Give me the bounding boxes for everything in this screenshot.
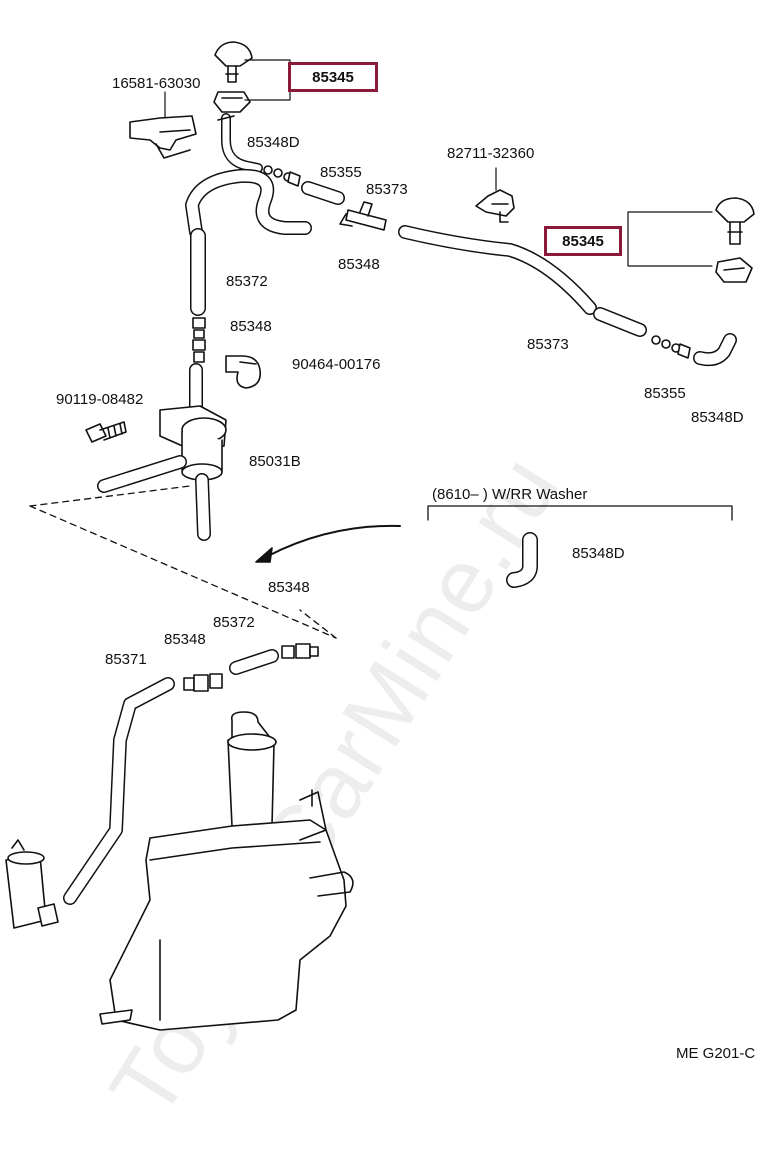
label-16581-63030: 16581-63030 [112,75,201,92]
washer-tank [99,711,354,1031]
label-85372-low: 85372 [213,614,255,631]
connector-85348-vertical [192,317,206,363]
leader-85345-top [244,59,291,101]
label-82711-32360: 82711-32360 [447,145,535,162]
label-85031b: 85031B [249,453,301,470]
lower-connectors [183,643,319,692]
leader-85345-right [627,211,713,267]
label-85348d-right: 85348D [691,409,744,426]
label-85348d-variant: 85348D [572,545,625,562]
hose-clip-16581 [129,115,197,159]
label-90464-00176: 90464-00176 [292,356,381,373]
washer-nozzle-top [213,41,253,113]
clip-82711 [475,189,515,223]
variant-bracket [427,505,733,521]
connector-85355-top [263,165,301,187]
label-85348-low-left: 85348 [164,631,206,648]
clamp-90464 [225,355,262,389]
label-85373-top: 85373 [366,181,408,198]
washer-pump-85031b [97,363,227,541]
washer-nozzle-right [715,197,755,283]
label-85355-top: 85355 [320,164,362,181]
label-85348d-top: 85348D [247,134,300,151]
bolt-90119 [85,421,127,443]
label-85355-right: 85355 [644,385,686,402]
highlight-85345-top: 85345 [288,62,378,92]
dashed-guide-line [29,485,191,507]
variant-note: (8610– ) W/RR Washer [432,486,588,503]
label-85348-low-right: 85348 [268,579,310,596]
connector-85355-right [651,335,691,359]
washer-motor [5,839,59,929]
diagram-code: ME G201-C [676,1045,756,1062]
label-85348-mid: 85348 [338,256,380,273]
curved-arrow [267,524,401,557]
label-85348-left: 85348 [230,318,272,335]
highlight-85345-right: 85345 [544,226,622,256]
label-85372-top: 85372 [226,273,268,290]
tee-joint-85348 [339,201,387,231]
label-85373-right: 85373 [527,336,569,353]
label-90119-08482: 90119-08482 [56,391,144,408]
label-85371: 85371 [105,651,147,668]
